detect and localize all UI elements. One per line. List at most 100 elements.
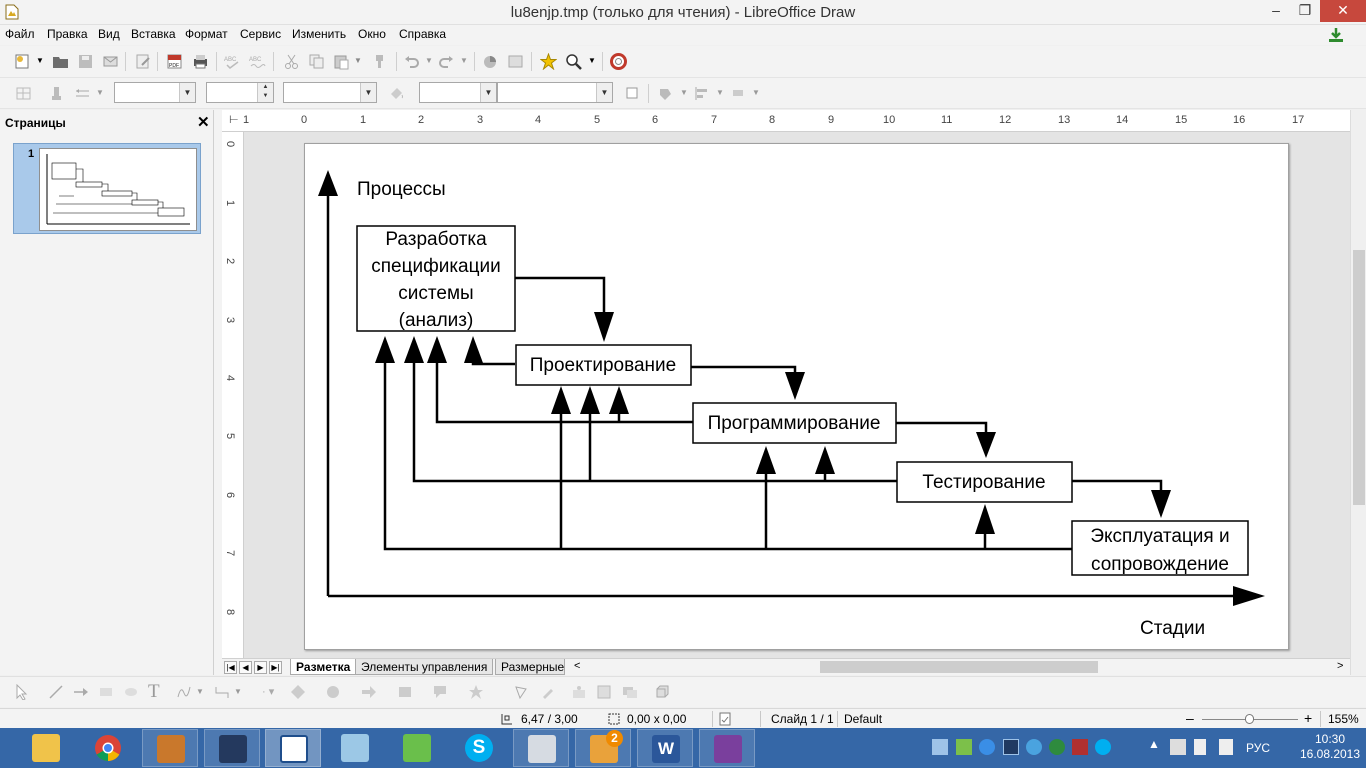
arrange-icon[interactable] xyxy=(730,85,747,102)
tray-power-icon[interactable] xyxy=(1194,739,1206,755)
vertical-ruler[interactable]: 0 1 2 3 4 5 6 7 8 xyxy=(222,132,244,658)
block-arrows-icon[interactable] xyxy=(361,684,377,700)
slide-thumbnail[interactable]: 1 xyxy=(13,143,201,234)
glue-points-icon[interactable] xyxy=(540,684,556,700)
tray-hardware-icon[interactable] xyxy=(956,739,972,755)
language-indicator[interactable]: РУС xyxy=(1246,741,1271,755)
curve-tool-icon[interactable] xyxy=(176,684,192,700)
fontwork-icon[interactable] xyxy=(507,53,524,70)
taskbar-cleaner[interactable] xyxy=(389,729,445,767)
zoom-slider-knob[interactable] xyxy=(1245,714,1254,724)
horizontal-scroll-thumb[interactable] xyxy=(820,661,1098,673)
cut-icon[interactable] xyxy=(283,53,300,70)
points-icon[interactable] xyxy=(514,684,530,700)
paste-icon[interactable] xyxy=(333,53,350,70)
edit-file-icon[interactable] xyxy=(135,53,152,70)
clone-formatting-icon[interactable] xyxy=(372,53,389,70)
menu-view[interactable]: Вид xyxy=(98,27,120,41)
taskbar-badge-app[interactable]: 2 xyxy=(575,729,631,767)
shadow-icon[interactable] xyxy=(624,85,641,102)
menu-insert[interactable]: Вставка xyxy=(131,27,176,41)
connector-dropdown-icon[interactable]: ▼ xyxy=(234,687,242,696)
stars-icon[interactable] xyxy=(468,684,484,700)
menu-edit[interactable]: Правка xyxy=(47,27,88,41)
tray-device-icon[interactable] xyxy=(1170,739,1186,755)
menu-window[interactable]: Окно xyxy=(358,27,386,41)
align-icon[interactable] xyxy=(694,85,711,102)
taskbar-file-explorer[interactable] xyxy=(18,729,74,767)
taskbar-monitor[interactable] xyxy=(513,729,569,767)
undo-dropdown-icon[interactable]: ▼ xyxy=(425,56,433,65)
drawing-canvas[interactable]: Процессы Стадии xyxy=(244,132,1350,658)
taskbar-onenote[interactable] xyxy=(699,729,755,767)
menu-help[interactable]: Справка xyxy=(399,27,447,41)
tray-display-icon[interactable] xyxy=(932,739,948,755)
arrow-line-tool-icon[interactable] xyxy=(73,684,89,700)
tray-network-icon[interactable] xyxy=(1026,739,1042,755)
curve-dropdown-icon[interactable]: ▼ xyxy=(196,687,204,696)
first-tab-button[interactable]: |◀ xyxy=(224,661,237,674)
chart-icon[interactable] xyxy=(482,53,499,70)
tab-dimensions[interactable]: Размерные xyxy=(495,659,565,675)
box-testing[interactable]: Тестирование xyxy=(896,461,1073,503)
fontwork-gallery-icon[interactable] xyxy=(571,684,587,700)
spellcheck-icon[interactable]: ABC xyxy=(224,53,241,70)
tray-window-icon[interactable] xyxy=(1003,739,1019,755)
box-programming[interactable]: Программирование xyxy=(692,402,897,444)
update-download-icon[interactable] xyxy=(1327,26,1345,44)
copy-icon[interactable] xyxy=(308,53,325,70)
menu-format[interactable]: Формат xyxy=(185,27,228,41)
scroll-left-icon[interactable]: < xyxy=(574,660,581,672)
line-width-spinner[interactable]: ▲▼ xyxy=(206,82,274,103)
taskbar-word[interactable]: W xyxy=(637,729,693,767)
export-pdf-icon[interactable]: PDF xyxy=(166,53,183,70)
rectangle-tool-icon[interactable] xyxy=(98,684,114,700)
pages-pane-close-button[interactable]: ✕ xyxy=(197,114,210,131)
from-file-icon[interactable] xyxy=(596,684,612,700)
styles-icon[interactable] xyxy=(48,85,65,102)
drawing-page[interactable]: Процессы Стадии xyxy=(304,143,1289,650)
gallery-icon[interactable] xyxy=(622,684,638,700)
select-arrow-icon[interactable] xyxy=(14,684,30,700)
tab-controls[interactable]: Элементы управления xyxy=(355,659,494,675)
print-icon[interactable] xyxy=(192,53,209,70)
line-ends-dropdown-icon[interactable]: ▼ xyxy=(96,88,104,97)
fill-select[interactable]: ▼ xyxy=(497,82,613,103)
line-style-select[interactable]: ▼ xyxy=(114,82,196,103)
line-ends-icon[interactable] xyxy=(74,85,91,102)
redo-dropdown-icon[interactable]: ▼ xyxy=(460,56,468,65)
area-style-select[interactable]: ▼ xyxy=(419,82,497,103)
close-button[interactable]: ✕ xyxy=(1320,0,1366,22)
functions-star-icon[interactable] xyxy=(540,53,557,70)
taskbar-libreoffice-draw[interactable] xyxy=(265,729,321,767)
zoom-dropdown-icon[interactable]: ▼ xyxy=(588,56,596,65)
lines-arrows-dropdown-icon[interactable]: · ▾ xyxy=(262,686,275,698)
save-icon[interactable] xyxy=(77,53,94,70)
vertical-scroll-thumb[interactable] xyxy=(1353,250,1365,505)
tray-ie-icon[interactable] xyxy=(979,739,995,755)
taskbar-skype[interactable]: S xyxy=(451,729,507,767)
paste-dropdown-icon[interactable]: ▼ xyxy=(354,56,362,65)
taskbar-clock[interactable]: 10:30 16.08.2013 xyxy=(1298,732,1362,762)
autospellcheck-icon[interactable]: ABC xyxy=(249,53,266,70)
text-tool-icon[interactable]: T xyxy=(148,681,160,702)
minimize-button[interactable]: – xyxy=(1272,2,1280,18)
tray-volume-icon[interactable] xyxy=(1219,739,1233,755)
help-lifebuoy-icon[interactable] xyxy=(610,53,627,70)
show-hidden-icons-icon[interactable]: ▲ xyxy=(1148,737,1160,751)
new-document-icon[interactable] xyxy=(14,53,31,70)
email-icon[interactable] xyxy=(102,53,119,70)
area-fill-icon[interactable] xyxy=(388,85,405,102)
extrusion-icon[interactable] xyxy=(654,684,670,700)
vertical-scrollbar[interactable] xyxy=(1350,110,1366,675)
line-color-select[interactable]: ▼ xyxy=(283,82,377,103)
last-tab-button[interactable]: ▶| xyxy=(269,661,282,674)
taskbar-save-app[interactable] xyxy=(204,729,260,767)
undo-icon[interactable] xyxy=(403,53,420,70)
scroll-right-icon[interactable]: > xyxy=(1337,660,1344,672)
zoom-icon[interactable] xyxy=(565,53,582,70)
symbol-shapes-icon[interactable] xyxy=(325,684,341,700)
tray-utorrent-icon[interactable] xyxy=(1049,739,1065,755)
menu-modify[interactable]: Изменить xyxy=(292,27,347,41)
next-tab-button[interactable]: ▶ xyxy=(254,661,267,674)
